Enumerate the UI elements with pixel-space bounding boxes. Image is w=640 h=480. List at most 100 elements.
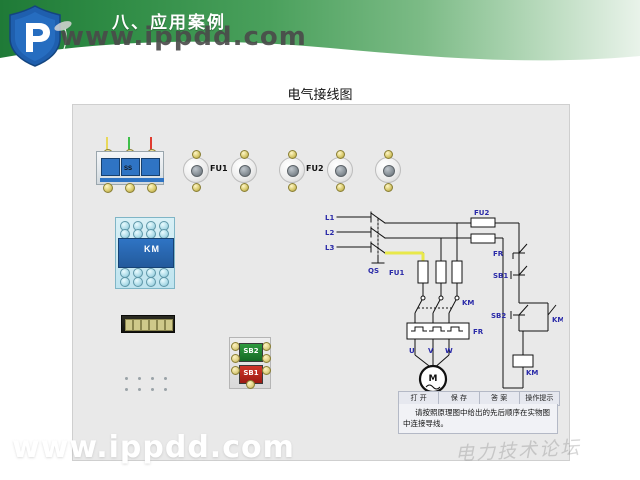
header-banner: 八、应用案例 www.ippdd.com — [0, 0, 640, 72]
grid-dot[interactable] — [138, 388, 141, 391]
grid-dot[interactable] — [151, 388, 154, 391]
fuse-terminal-top[interactable] — [288, 150, 297, 159]
fuse-label-fu1: FU1 — [210, 164, 228, 173]
fuse-fu2-b — [470, 233, 496, 244]
pbs-screw-br[interactable] — [262, 366, 271, 375]
label-km-main: KM — [462, 299, 474, 307]
fuse-cap — [383, 165, 395, 177]
fuse-fu1-c — [451, 260, 463, 284]
contactor-component[interactable]: KM — [115, 217, 175, 289]
fuse-cap — [191, 165, 203, 177]
grid-dot[interactable] — [164, 377, 167, 380]
label-fu2: FU2 — [474, 209, 489, 217]
open-button[interactable]: 打 开 — [399, 392, 440, 405]
fuse-fu2-a — [470, 217, 496, 228]
motor-label: M — [429, 374, 438, 384]
pbs-screw-bottom[interactable] — [246, 380, 255, 389]
page-title: 电气接线图 — [287, 88, 353, 103]
terminal-screw-1[interactable] — [125, 319, 133, 331]
circuit-schematic[interactable]: M — [323, 203, 563, 403]
breaker-pole-2 — [121, 158, 140, 176]
label-u: U — [409, 347, 415, 355]
fuse-terminal-bottom[interactable] — [240, 183, 249, 192]
pbs-screw-tr[interactable] — [262, 342, 271, 351]
grid-dot[interactable] — [125, 377, 128, 380]
label-v: V — [428, 347, 434, 355]
breaker-wire-l1 — [106, 137, 108, 151]
label-fr-ctrl: FR — [493, 250, 504, 258]
contactor-body — [118, 238, 174, 268]
motor-3phase-symbol — [425, 384, 441, 390]
hint-button[interactable]: 操作提示 — [525, 394, 554, 402]
stop-button-label: SB1 — [243, 369, 259, 377]
terminal-screw-2[interactable] — [133, 319, 141, 331]
fuse-holder-1[interactable] — [183, 150, 209, 192]
fuse-holder-row: FU1 FU2 — [183, 150, 423, 192]
start-button-sb2[interactable]: SB2 — [239, 343, 263, 362]
contactor-screw-bl2[interactable] — [120, 277, 130, 287]
pbs-screw-ml[interactable] — [231, 354, 240, 363]
shield-p-logo-icon — [9, 5, 61, 67]
pbs-screw-bl[interactable] — [231, 366, 240, 375]
km-contact-node-2 — [438, 295, 444, 301]
label-fr-main: FR — [473, 328, 484, 336]
terminal-screw-5[interactable] — [157, 319, 165, 331]
contactor-coil-km — [512, 354, 534, 368]
km-contact-node-3 — [454, 295, 460, 301]
label-fu1: FU1 — [389, 269, 404, 277]
label-qs: QS — [368, 267, 379, 275]
contactor-label: KM — [144, 244, 160, 254]
fuse-holder-5[interactable] — [375, 150, 401, 192]
fuse-holder-3[interactable] — [279, 150, 305, 192]
terminal-screw-6[interactable] — [165, 319, 173, 331]
fuse-terminal-top[interactable] — [192, 150, 201, 159]
breaker-bottom-terminal-2[interactable] — [125, 183, 135, 193]
breaker-bottom-terminal-3[interactable] — [147, 183, 157, 193]
answer-button[interactable]: 答 案 — [480, 392, 520, 405]
fuse-terminal-top[interactable] — [336, 150, 345, 159]
label-l2: L2 — [325, 229, 334, 237]
fuse-cap — [335, 165, 347, 177]
fuse-terminal-bottom[interactable] — [384, 183, 393, 192]
fuse-terminal-top[interactable] — [240, 150, 249, 159]
banner-wave-shape — [0, 41, 640, 72]
fuse-terminal-bottom[interactable] — [288, 183, 297, 192]
contactor-screw-b22[interactable] — [133, 277, 143, 287]
fuse-terminal-bottom[interactable] — [192, 183, 201, 192]
fuse-holder-4[interactable] — [327, 150, 353, 192]
breaker-body: SS — [96, 151, 164, 185]
contactor-screw-br2[interactable] — [159, 277, 169, 287]
grid-dot[interactable] — [151, 377, 154, 380]
start-button-label: SB2 — [243, 347, 259, 355]
breaker-wire-l2 — [128, 137, 130, 151]
contactor-screw-b32[interactable] — [146, 277, 156, 287]
fuse-label-fu2: FU2 — [306, 164, 324, 173]
push-button-station[interactable]: SB2 SB1 — [229, 337, 271, 389]
grid-dot[interactable] — [125, 388, 128, 391]
wiring-diagram-panel[interactable]: SS — [72, 104, 570, 461]
fuse-terminal-top[interactable] — [384, 150, 393, 159]
label-w: W — [445, 347, 453, 355]
grid-dot[interactable] — [164, 388, 167, 391]
fuse-holder-2[interactable] — [231, 150, 257, 192]
label-km-coil: KM — [526, 369, 538, 377]
circuit-breaker-component[interactable]: SS — [93, 137, 165, 193]
antenna-decoration-icon — [54, 21, 72, 60]
terminal-screw-4[interactable] — [149, 319, 157, 331]
save-button[interactable]: 保 存 — [439, 392, 480, 405]
fuse-terminal-bottom[interactable] — [336, 183, 345, 192]
connection-dot-grid[interactable] — [125, 377, 175, 393]
grid-dot[interactable] — [138, 377, 141, 380]
fuse-fu1-b — [435, 260, 447, 284]
label-l1: L1 — [325, 214, 334, 222]
label-sb1: SB1 — [493, 272, 508, 280]
breaker-bottom-terminal-1[interactable] — [103, 183, 113, 193]
terminal-screw-3[interactable] — [141, 319, 149, 331]
label-sb2: SB2 — [491, 312, 506, 320]
label-l3: L3 — [325, 244, 334, 252]
pbs-screw-mr[interactable] — [262, 354, 271, 363]
breaker-bus-strip — [100, 178, 164, 182]
terminal-block-component[interactable] — [121, 315, 175, 333]
breaker-wire-l3 — [150, 137, 152, 151]
